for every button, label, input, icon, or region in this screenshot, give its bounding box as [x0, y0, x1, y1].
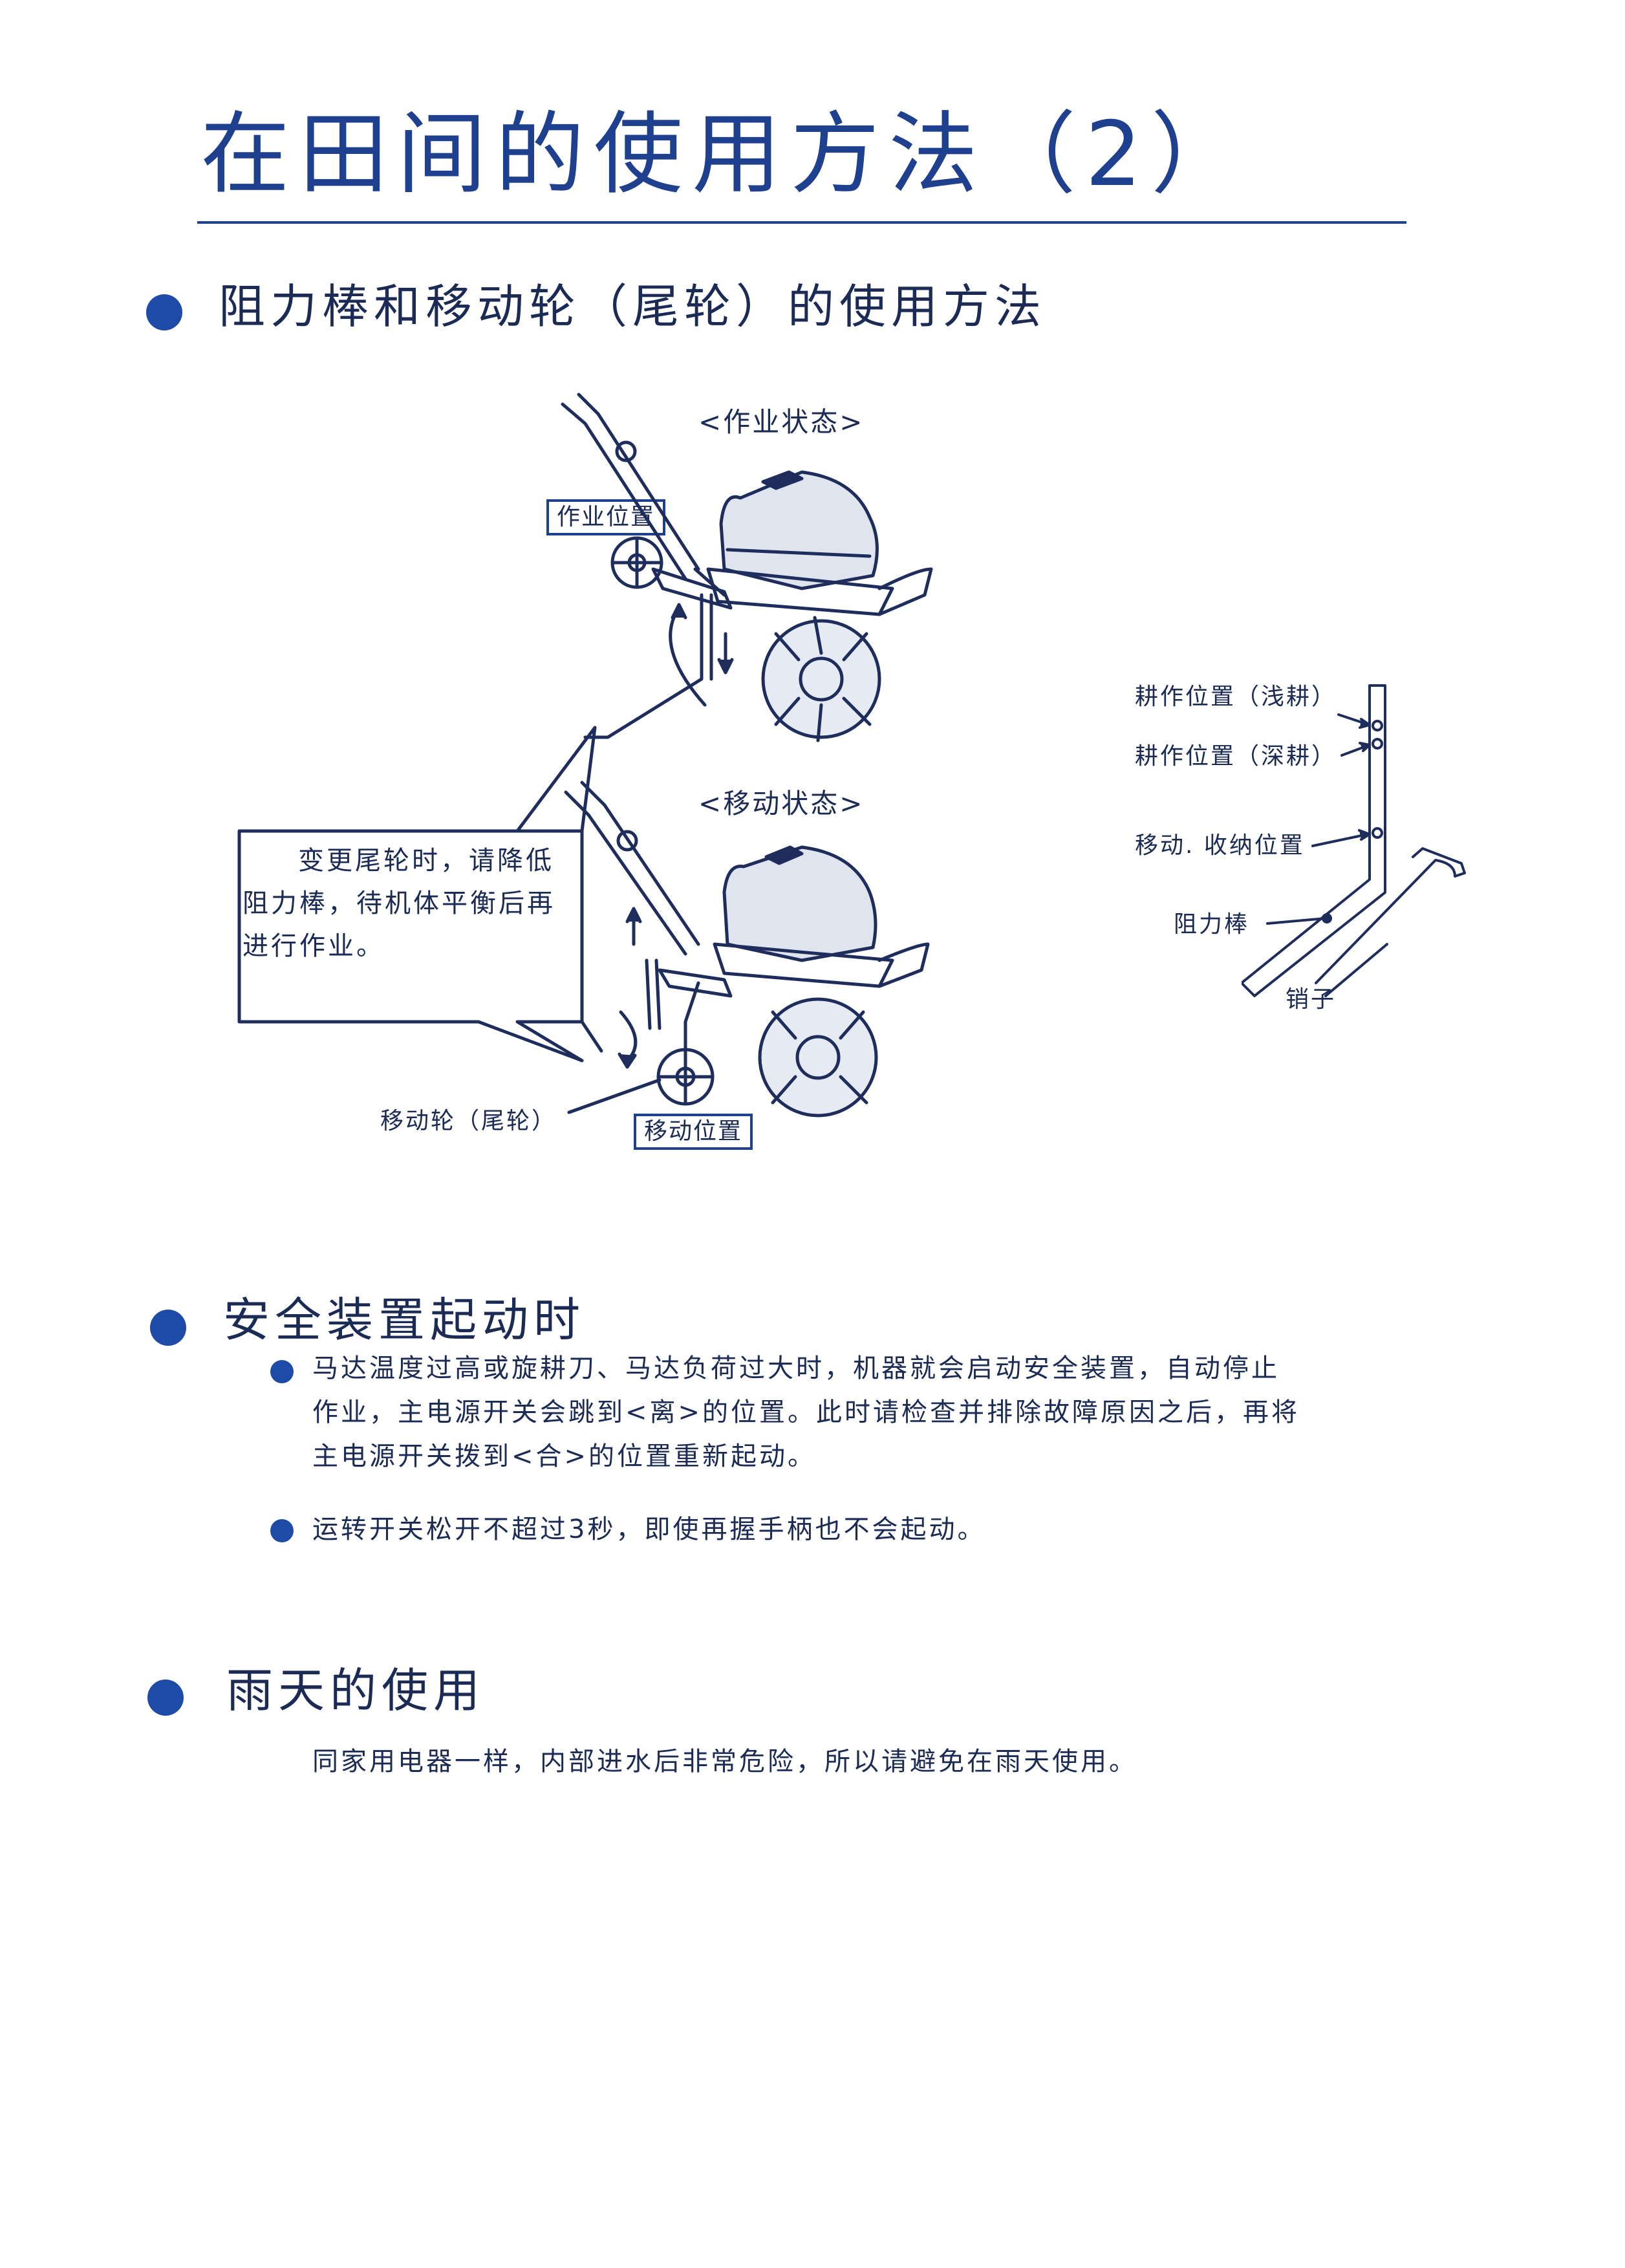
item-bullet-dot	[270, 1360, 294, 1383]
item-bullet-dot	[270, 1519, 294, 1542]
upper-tiller	[561, 393, 933, 742]
rain-paragraph: 同家用电器一样，内部进水后非常危险，所以请避免在雨天使用。	[312, 1747, 1137, 1777]
rod-outline	[1242, 684, 1386, 997]
callout-text: 变更尾轮时，请降低 阻力棒，待机体平衡后再 进行作业。	[242, 839, 579, 967]
safety-paragraph-1: 马达温度过高或旋耕刀、马达负荷过大时，机器就会启动安全装置，自动停止 作业，主电…	[312, 1346, 1379, 1478]
section-bullet-dot	[146, 294, 182, 330]
rod-label-till-shallow: 耕作位置（浅耕）	[1135, 684, 1337, 710]
hole-shallow	[1372, 720, 1383, 731]
section-bullet-dot	[147, 1679, 184, 1716]
rod-label-till-deep: 耕作位置（深耕）	[1135, 743, 1337, 770]
tail-wheel-label: 移动轮（尾轮）	[380, 1108, 557, 1134]
safety-line-3: 主电源开关拨到<合>的位置重新起动。	[312, 1442, 817, 1471]
rod-label-move-storage: 移动. 收纳位置	[1135, 832, 1305, 859]
callout-line-2: 阻力棒，待机体平衡后再	[242, 889, 555, 918]
section-heading-safety: 安全装置起动时	[223, 1293, 586, 1347]
lower-tiller	[564, 781, 930, 1118]
move-state-label: <移动状态>	[698, 788, 865, 819]
hole-deep	[1372, 738, 1383, 750]
callout-bubble-outline	[237, 829, 584, 1063]
callout-line-3: 进行作业。	[242, 931, 385, 961]
section-bullet-dot	[150, 1310, 186, 1346]
rotate-arrow-upper	[669, 606, 707, 707]
safety-line-2: 作业，主电源开关会跳到<离>的位置。此时请检查并排除故障原因之后，再将	[312, 1398, 1300, 1427]
title-divider	[197, 221, 1406, 224]
section-heading-rain: 雨天的使用	[226, 1663, 486, 1718]
callout-pointer-upper	[515, 726, 597, 833]
rod-label-pin: 销子	[1286, 986, 1337, 1013]
safety-paragraph-2: 运转开关松开不超过3秒，即使再握手柄也不会起动。	[312, 1515, 986, 1544]
safety-line-1: 马达温度过高或旋耕刀、马达负荷过大时，机器就会启动安全装置，自动停止	[312, 1354, 1280, 1383]
rod-label-resistance-rod: 阻力棒	[1174, 911, 1250, 938]
work-state-label: <作业状态>	[698, 406, 865, 438]
resistance-rod-diagram	[1242, 684, 1466, 997]
pin-shape	[1315, 847, 1466, 984]
tiller-illustration	[237, 393, 933, 1118]
hole-move	[1372, 827, 1383, 839]
rotate-arrow-lower	[619, 1010, 638, 1063]
section-heading-resistance-rod: 阻力棒和移动轮（尾轮）的使用方法	[219, 279, 1047, 334]
callout-line-1: 变更尾轮时，请降低	[298, 846, 554, 876]
page-title: 在田间的使用方法（2）	[200, 102, 1249, 206]
move-position-label: 移动位置	[634, 1114, 753, 1150]
callout-pointer-lower	[580, 1020, 603, 1053]
